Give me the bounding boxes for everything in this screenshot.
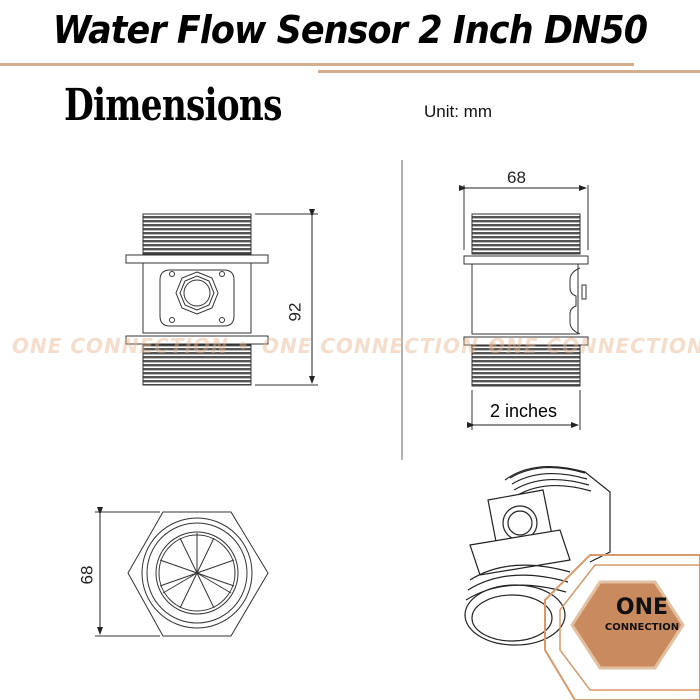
height-dimension-label: 92 <box>285 302 305 322</box>
watermark-2: ONE CONNECTION • <box>262 334 501 358</box>
brand-logo <box>544 554 700 700</box>
side-view-drawing <box>401 160 589 460</box>
watermark-1: ONE CONNECTION • <box>12 334 251 358</box>
page-title: Water Flow Sensor 2 Inch DN50 <box>52 8 648 52</box>
logo-text-connection: CONNECTION <box>604 622 680 633</box>
unit-label: Unit: mm <box>424 102 492 121</box>
end-view-drawing <box>95 507 269 637</box>
section-heading: Dimensions <box>64 80 282 131</box>
logo-text-one: ONE <box>615 595 669 620</box>
width-dimension-label: 68 <box>507 168 526 187</box>
accent-divider-top <box>0 63 634 66</box>
watermark-3: ONE CONNECTION <box>488 334 700 358</box>
front-view-drawing <box>125 209 318 386</box>
thread-size-label: 2 inches <box>490 401 558 421</box>
diameter-dimension-label: 68 <box>77 565 97 585</box>
isometric-view-drawing <box>464 465 611 646</box>
accent-divider-bottom <box>318 70 700 73</box>
